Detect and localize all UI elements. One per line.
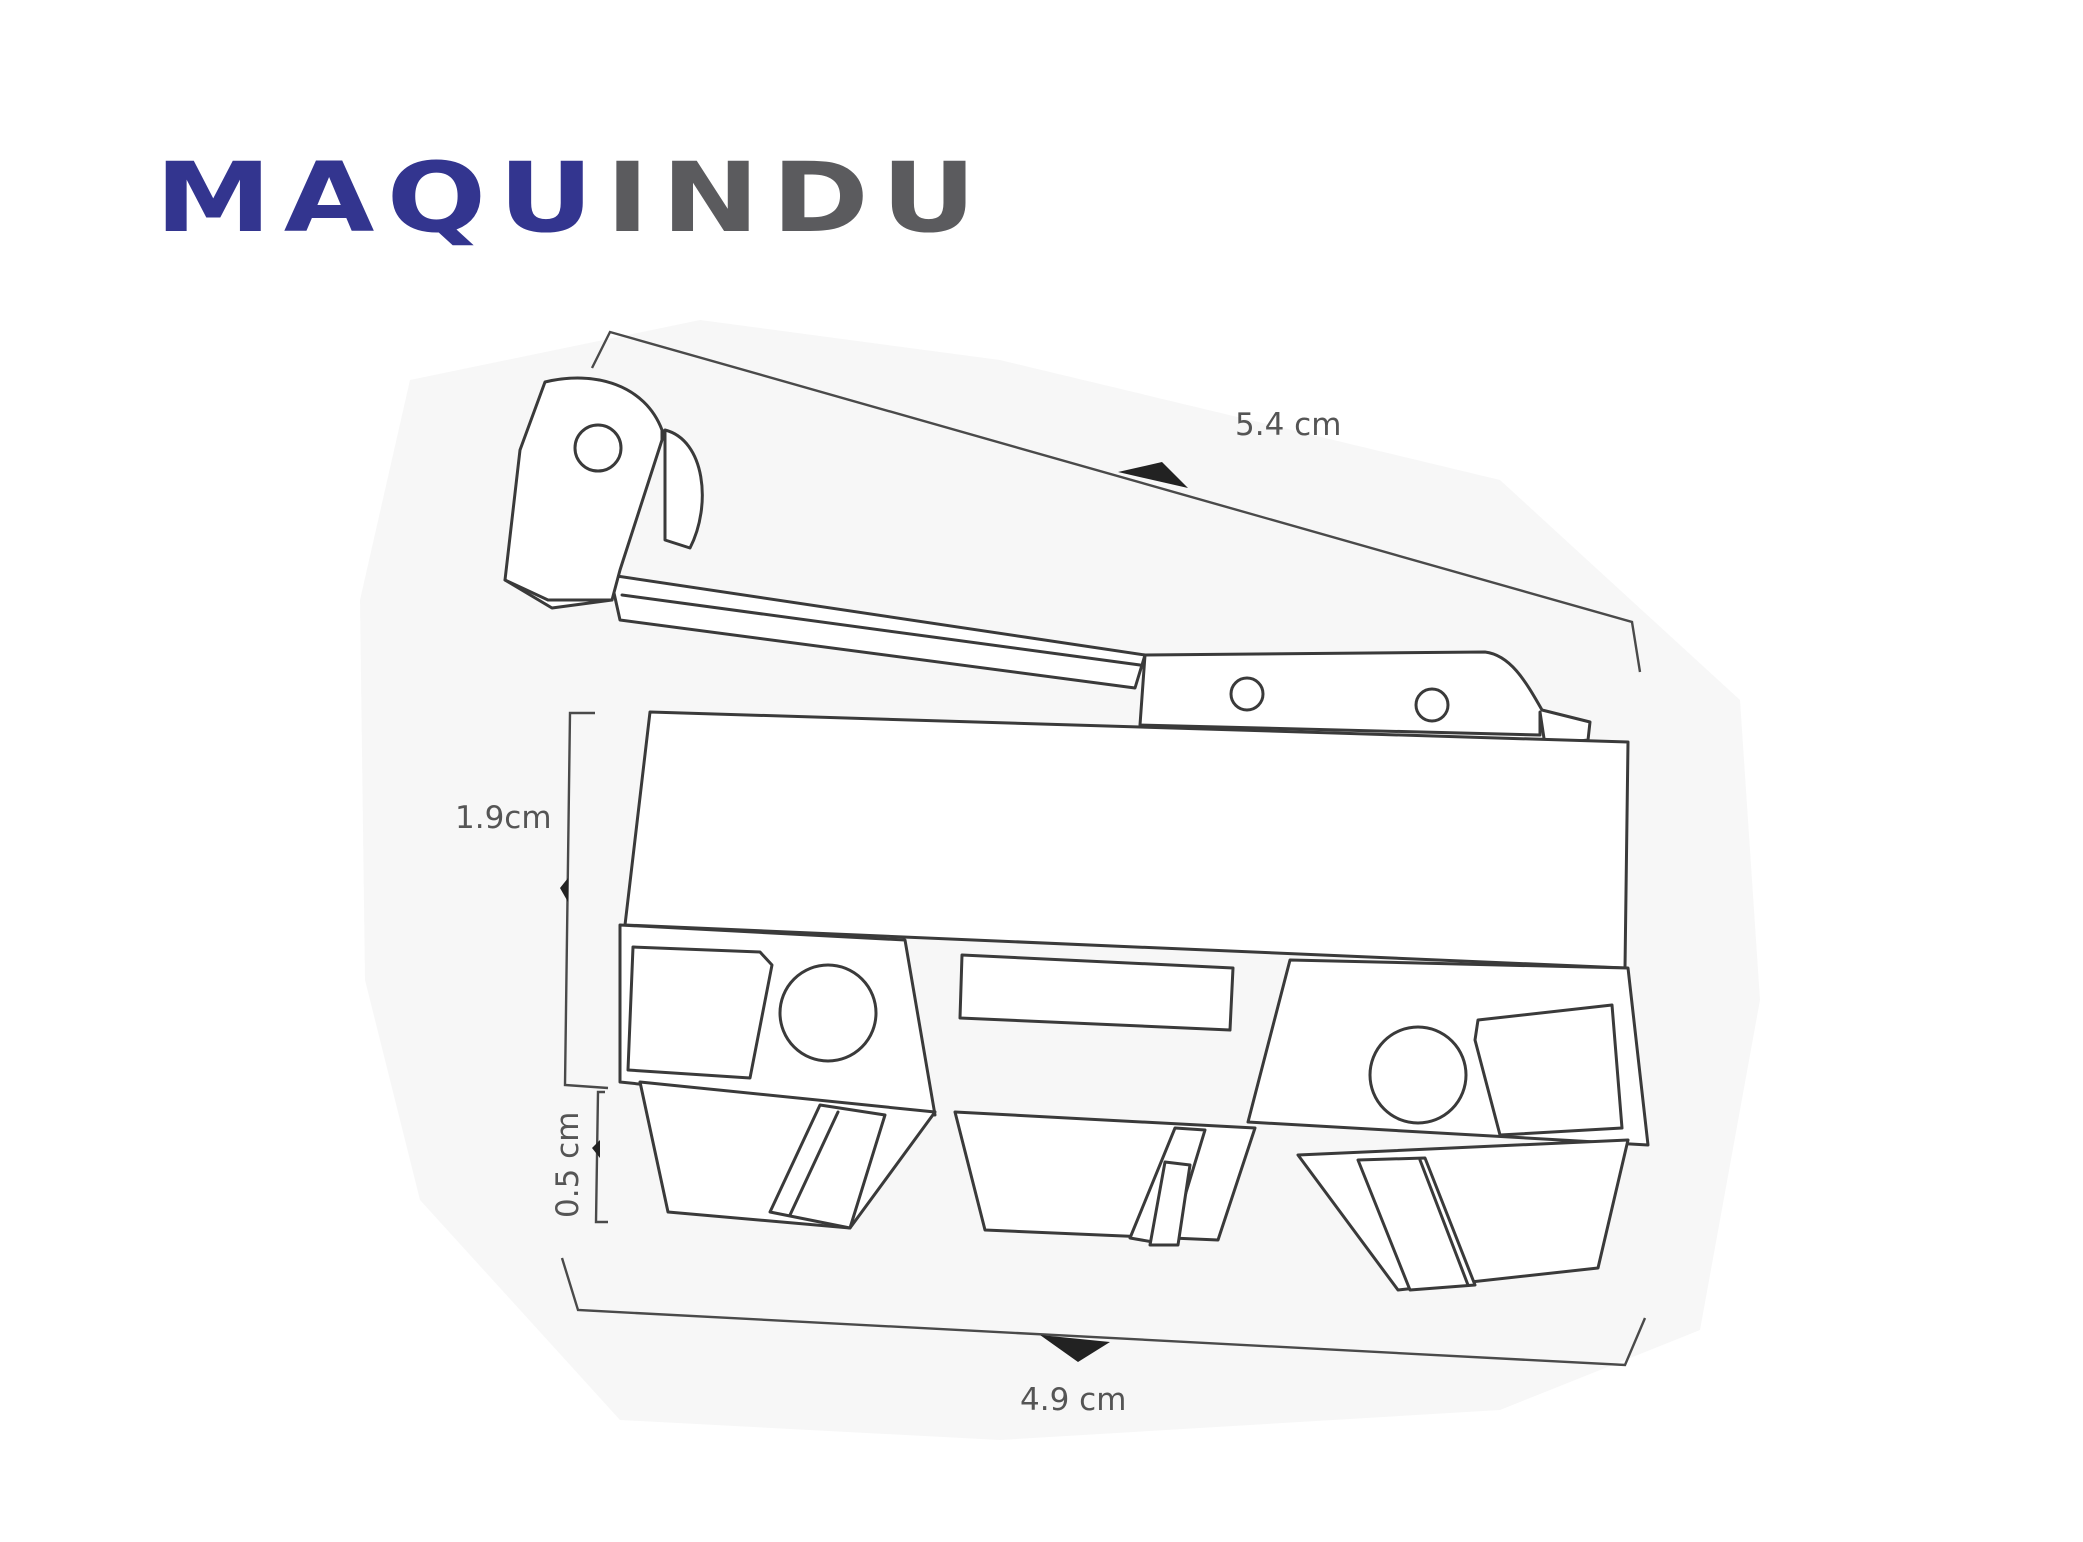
roller-bracket-lower-edge [503, 578, 614, 602]
right-terminal-tab [1356, 1156, 1477, 1292]
left-terminal-square [626, 945, 774, 1080]
right-terminal-tab-line [1418, 1158, 1470, 1287]
right-terminal-square [1473, 1003, 1624, 1137]
center-label-slot [958, 953, 1235, 1032]
brand-logo-part-2: INDU [605, 142, 989, 254]
roller-bracket [503, 376, 664, 610]
brand-logo-part-1: MAQU [155, 142, 606, 254]
actuator-plate [1138, 650, 1592, 747]
right-terminal-mount-hole [1368, 1025, 1468, 1125]
roller-wheel [663, 428, 704, 550]
actuator-pivot-hole [1229, 676, 1265, 712]
dimension-terminal-height: 0.5 cm [550, 1090, 608, 1224]
dimension-terminal-height-label: 0.5 cm [550, 1112, 586, 1218]
lever-arm [503, 376, 1592, 747]
dimension-top-arrow [1118, 462, 1188, 488]
dimension-terminal-arrow [592, 1140, 600, 1158]
switch-housing [618, 710, 1650, 1292]
dimension-terminal-line [594, 1090, 608, 1224]
center-terminal-lug [953, 1110, 1257, 1242]
roller-pin-hole [573, 423, 623, 473]
dimension-bottom-arrow [1040, 1335, 1110, 1362]
center-terminal-slot [1148, 1160, 1192, 1247]
dimension-bottom-line [560, 1257, 1647, 1367]
dimension-top-line [590, 330, 1642, 673]
left-terminal-mount-hole [778, 963, 878, 1063]
lever-bar-inner-line [620, 593, 1142, 667]
dimension-body-length-label: 4.9 cm [1020, 1382, 1126, 1418]
actuator-spring-hole [1414, 687, 1450, 723]
brand-logo: MAQUINDU [155, 150, 988, 246]
dimension-bottom: 4.9 cm [560, 1257, 1647, 1418]
dimension-left-arrow [560, 878, 568, 902]
housing-body [623, 710, 1630, 970]
dimension-left-height: 1.9cm [455, 711, 609, 1090]
dimension-total-length-label: 5.4 cm [1235, 407, 1341, 443]
dimension-body-height-label: 1.9cm [455, 800, 552, 836]
lever-bar [608, 573, 1147, 690]
left-terminal-tab-line [788, 1110, 840, 1217]
dimension-top: 5.4 cm [590, 330, 1642, 673]
